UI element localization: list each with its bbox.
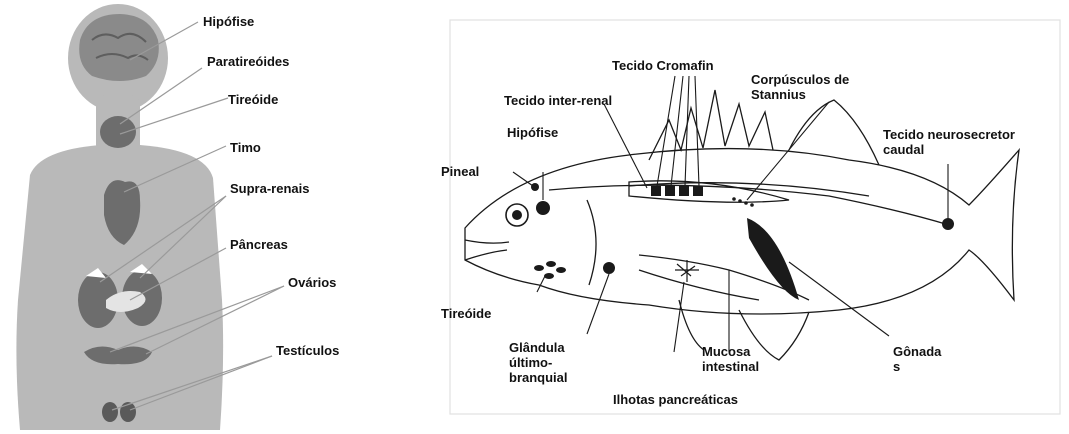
label-timo: Timo — [230, 140, 261, 155]
label-tecido-inter-renal: Tecido inter-renal — [504, 93, 612, 108]
label-gonadas: Gônada s — [893, 344, 941, 374]
label-hipofise-human: Hipófise — [203, 14, 254, 29]
brain-organ — [79, 14, 159, 81]
caudal-neurosecretory-organ — [942, 218, 954, 230]
label-corpusculos-stannius: Corpúsculos de Stannius — [751, 72, 849, 102]
label-tireoide-human: Tireóide — [228, 92, 278, 107]
label-mucosa-intestinal: Mucosa intestinal — [702, 344, 759, 374]
thyroid-organ — [100, 116, 136, 148]
label-paratireoides: Paratireóides — [207, 54, 289, 69]
label-tecido-cromafin: Tecido Cromafin — [612, 58, 714, 73]
testicles-organ-left — [102, 402, 118, 422]
label-ovarios: Ovários — [288, 275, 336, 290]
label-tireoide-fish: Tireóide — [441, 306, 491, 321]
ultimo-branquial-organ — [603, 262, 615, 274]
label-pancreas: Pâncreas — [230, 237, 288, 252]
label-glandula-ultimo-branquial: Glândula último- branquial — [509, 340, 568, 385]
pineal-organ — [531, 183, 539, 191]
label-ilhotas-pancreaticas: Ilhotas pancreáticas — [613, 392, 738, 407]
label-tecido-neurosecretor: Tecido neurosecretor caudal — [883, 127, 1015, 157]
label-supra-renais: Supra-renais — [230, 181, 309, 196]
label-hipofise-fish: Hipófise — [507, 125, 558, 140]
label-testiculos: Testículos — [276, 343, 339, 358]
label-pineal: Pineal — [441, 164, 479, 179]
hipofise-organ — [536, 201, 550, 215]
